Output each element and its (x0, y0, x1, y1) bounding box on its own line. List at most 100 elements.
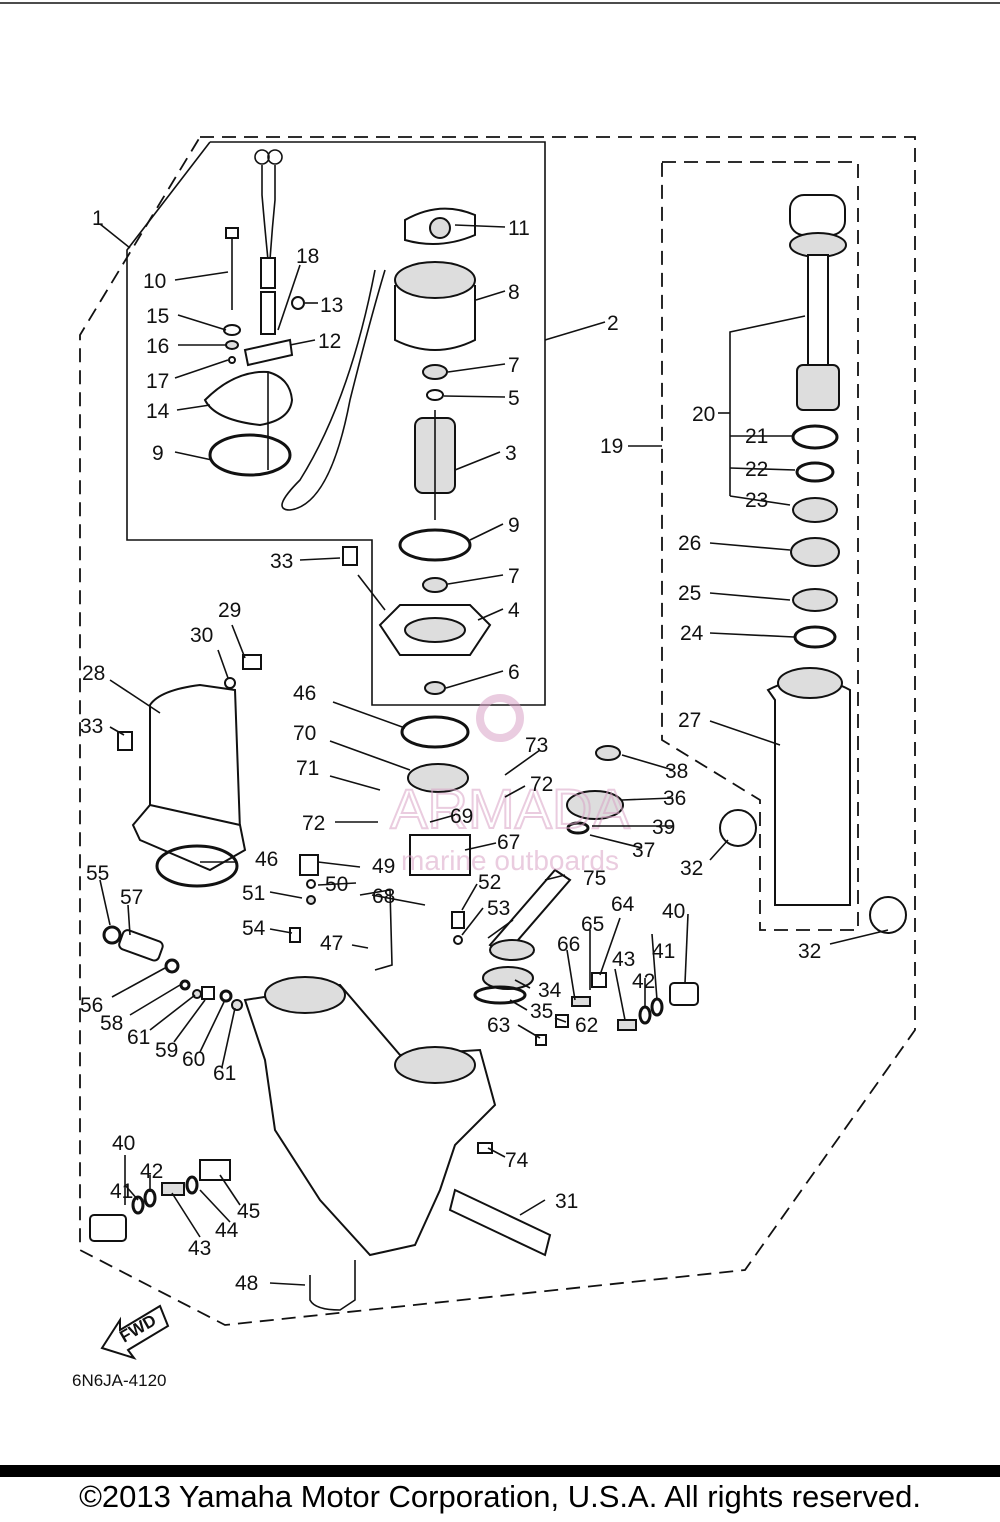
ring-17 (228, 356, 236, 364)
o-ring-56 (164, 958, 180, 974)
o-ring-9-upper (208, 433, 292, 477)
label-30: 30 (190, 624, 213, 647)
valve-49 (299, 854, 319, 876)
ball-51 (306, 895, 316, 905)
gland-26 (790, 537, 840, 567)
label-3: 3 (505, 442, 517, 465)
footer: ©2013 Yamaha Motor Corporation, U.S.A. A… (0, 1465, 1000, 1522)
label-58: 58 (100, 1012, 123, 1035)
label-6: 6 (508, 661, 520, 684)
label-34: 34 (538, 979, 562, 1002)
leader-lines (99, 223, 889, 1286)
label-17: 17 (146, 370, 169, 393)
valve-52 (451, 911, 465, 929)
label-48: 48 (235, 1272, 258, 1295)
label-33-upper: 33 (270, 550, 293, 573)
end-cover-4 (378, 604, 492, 656)
label-10: 10 (143, 270, 166, 293)
label-41-left: 41 (110, 1180, 133, 1203)
label-8: 8 (508, 281, 520, 304)
screw-63 (535, 1034, 547, 1046)
label-55: 55 (86, 862, 109, 885)
motor-subassembly-box-2 (126, 141, 546, 706)
copyright-text: ©2013 Yamaha Motor Corporation, U.S.A. A… (79, 1479, 921, 1514)
label-27: 27 (678, 709, 701, 732)
label-50: 50 (325, 873, 348, 896)
label-45: 45 (237, 1200, 260, 1223)
o-ring-35 (473, 985, 527, 1005)
label-73: 73 (525, 734, 548, 757)
spring-50 (306, 879, 316, 889)
o-ring-58 (179, 979, 191, 991)
label-39: 39 (652, 816, 675, 839)
sleeve-57 (118, 929, 164, 962)
label-66: 66 (557, 933, 580, 956)
label-53: 53 (487, 897, 510, 920)
fitting-32-right (869, 896, 907, 934)
pump-67 (409, 834, 471, 876)
label-21: 21 (745, 425, 768, 448)
clip-55 (102, 925, 122, 945)
part-labels: 1 2 3 4 5 6 7 7 8 9 9 10 11 12 13 14 15 … (80, 207, 821, 1295)
o-ring-21 (791, 424, 839, 450)
label-9-lower: 9 (508, 514, 520, 537)
tilt-rod-20 (789, 194, 847, 411)
label-38: 38 (665, 760, 688, 783)
ring-23 (792, 497, 838, 523)
label-13: 13 (320, 294, 343, 317)
watermark-name: ARMADA (390, 777, 630, 840)
label-26: 26 (678, 532, 701, 555)
label-24: 24 (680, 622, 704, 645)
watermark-logo-icon (476, 694, 524, 742)
label-14: 14 (146, 400, 170, 423)
tilt-cylinder-27 (766, 667, 851, 906)
motor-cable (281, 269, 386, 511)
label-4: 4 (508, 599, 520, 622)
label-51: 51 (242, 882, 265, 905)
label-12: 12 (318, 330, 341, 353)
diagram-code: 6N6JA-4120 (72, 1371, 167, 1390)
label-56: 56 (80, 994, 103, 1017)
label-52: 52 (478, 871, 501, 894)
label-32-left: 32 (680, 857, 703, 880)
screw-13 (291, 296, 305, 310)
label-44: 44 (215, 1219, 239, 1242)
label-64: 64 (611, 893, 635, 916)
o-ring-46-lower (155, 844, 239, 888)
seal-25 (792, 588, 838, 612)
label-36: 36 (663, 787, 686, 810)
label-59: 59 (155, 1039, 178, 1062)
o-ring-39 (566, 821, 590, 835)
o-ring-30 (224, 677, 236, 689)
label-9-upper: 9 (152, 442, 164, 465)
label-5: 5 (508, 387, 520, 410)
label-33-lower: 33 (80, 715, 103, 738)
label-74: 74 (505, 1149, 529, 1172)
reservoir-cover-28 (131, 683, 247, 872)
spring-66 (571, 996, 591, 1007)
assembly-boundary-1 (79, 136, 916, 1326)
o-ring-46-upper (400, 715, 470, 749)
screw-74 (477, 1142, 493, 1154)
label-49: 49 (372, 855, 395, 878)
bolt-10 (225, 227, 239, 310)
spring-60 (219, 989, 233, 1003)
label-20: 20 (692, 403, 715, 426)
o-ring-22 (795, 461, 835, 483)
ball-61b (231, 999, 243, 1011)
label-61-right: 61 (213, 1062, 236, 1085)
label-37: 37 (632, 839, 655, 862)
label-35: 35 (530, 1000, 553, 1023)
label-23: 23 (745, 489, 768, 512)
label-22: 22 (745, 458, 768, 481)
label-1: 1 (92, 207, 104, 230)
o-ring-41-left (131, 1195, 145, 1215)
valve-45 (199, 1159, 231, 1181)
seal-38 (595, 745, 621, 761)
valve-59 (201, 986, 215, 1000)
seal-6 (424, 681, 446, 695)
bolt-33-upper (342, 546, 358, 566)
washer-15 (223, 324, 241, 336)
label-54: 54 (242, 917, 266, 940)
footer-bar (0, 1465, 1000, 1477)
